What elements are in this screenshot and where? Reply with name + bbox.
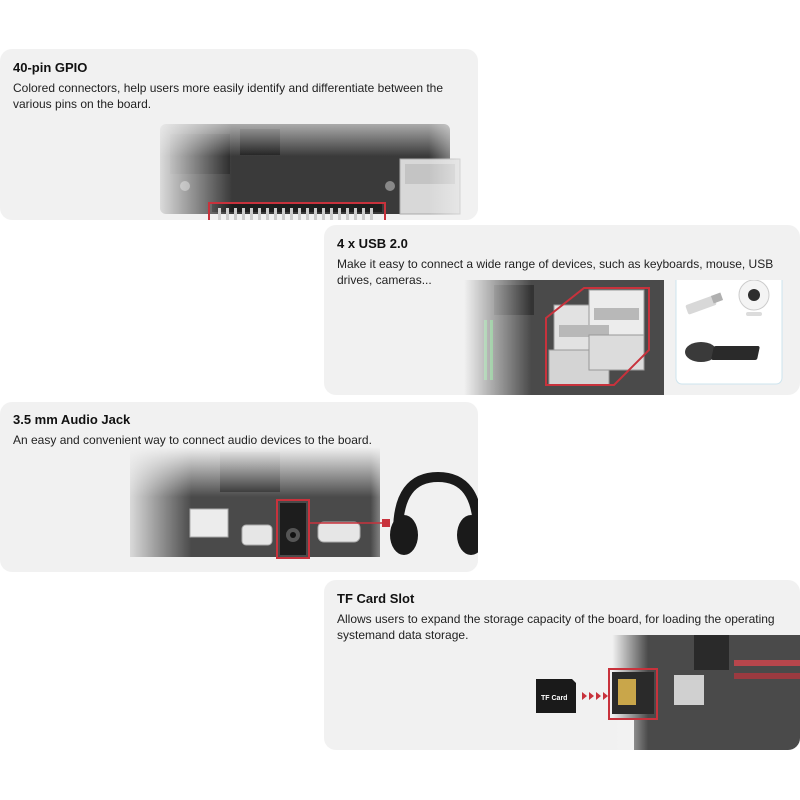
usb-description: Make it easy to connect a wide range of … xyxy=(337,257,774,287)
audio-card: 3.5 mm Audio Jack An easy and convenient… xyxy=(0,402,478,572)
arrow-icon xyxy=(582,692,608,700)
tf-title: TF Card Slot xyxy=(337,591,415,606)
tf-card-card: TF Card Slot Allows users to expand the … xyxy=(324,580,800,750)
usb-title: 4 x USB 2.0 xyxy=(337,236,408,251)
headphones-icon xyxy=(390,471,478,555)
tf-slot xyxy=(612,672,654,714)
gpio-card: 40-pin GPIO Colored connectors, help use… xyxy=(0,49,478,220)
audio-title: 3.5 mm Audio Jack xyxy=(13,412,131,427)
tf-board-image: TF Card xyxy=(524,635,800,750)
gpio-board-image xyxy=(150,104,478,220)
tf-card-label: TF Card xyxy=(541,695,567,702)
audio-highlight-box xyxy=(276,499,310,559)
keyboard-icon xyxy=(711,346,760,360)
usb-highlight-box xyxy=(545,287,650,386)
usb-devices-panel xyxy=(675,280,783,385)
tf-card-icon: TF Card xyxy=(536,679,576,713)
gpio-title: 40-pin GPIO xyxy=(13,60,88,75)
connector-dot xyxy=(382,519,390,527)
audio-board-image xyxy=(120,447,478,572)
mouse-icon xyxy=(685,342,717,362)
usb-drive-icon xyxy=(685,292,724,315)
usb-board-image xyxy=(464,280,800,395)
gpio-description: Colored connectors, help users more easi… xyxy=(13,81,444,111)
audio-description: An easy and convenient way to connect au… xyxy=(13,433,372,447)
gpio-highlight-box xyxy=(208,202,386,220)
camera-icon xyxy=(738,280,770,316)
tf-highlight-box xyxy=(608,668,658,720)
tf-description: Allows users to expand the storage capac… xyxy=(337,612,775,642)
usb-card: 4 x USB 2.0 Make it easy to connect a wi… xyxy=(324,225,800,395)
